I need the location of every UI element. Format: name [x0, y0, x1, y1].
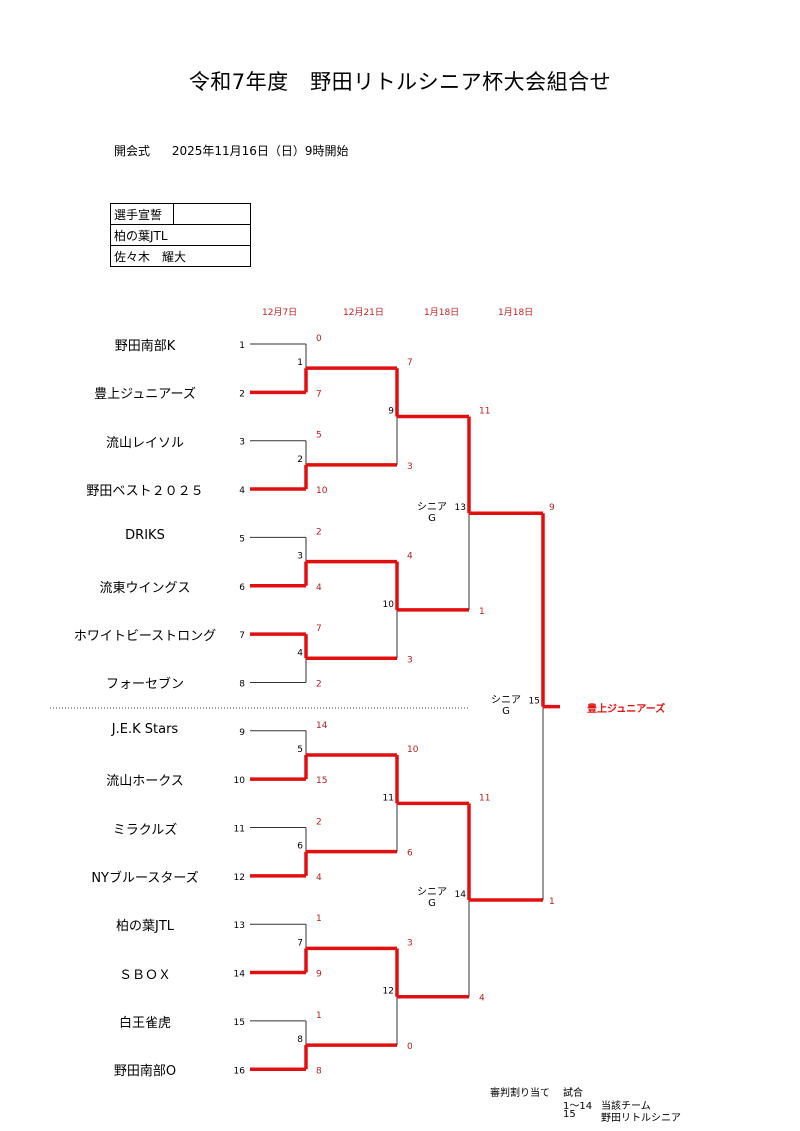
team-name: 流山レイソル: [105, 435, 184, 451]
team-name: 流山ホークス: [106, 774, 184, 790]
team-name: 野田ベスト２０２５: [86, 484, 204, 500]
team-name: NYブルースターズ: [91, 870, 199, 886]
umpire-games-2: 15: [563, 1109, 576, 1120]
score-label: 9: [549, 503, 555, 513]
match-number: 4: [297, 648, 303, 658]
score-label: 4: [316, 873, 322, 883]
team-number: 1: [239, 341, 245, 351]
team-name: フォーセブン: [105, 677, 184, 693]
score-label: 7: [316, 624, 322, 634]
score-label: 3: [407, 655, 413, 665]
score-label: 10: [407, 745, 419, 755]
match-number: 8: [297, 1035, 303, 1045]
team-number: 5: [239, 534, 245, 544]
score-label: 4: [407, 552, 413, 562]
score-label: 7: [407, 358, 413, 368]
team-number: 6: [239, 583, 245, 593]
team-name: 野田南部K: [114, 339, 176, 354]
oath-header: 選手宣誓: [110, 203, 174, 225]
page-title: 令和7年度 野田リトルシニア杯大会組合せ: [188, 70, 612, 94]
score-label: 4: [479, 994, 485, 1004]
team-number: 11: [234, 825, 245, 835]
score-label: 6: [407, 849, 413, 859]
score-label: 11: [479, 793, 490, 803]
score-label: 7: [316, 389, 322, 399]
match-number: 11: [383, 793, 394, 803]
match-number: 1: [297, 358, 303, 368]
score-label: 2: [316, 679, 322, 689]
score-label: 1: [549, 897, 555, 907]
score-label: 10: [316, 486, 328, 496]
opening-ceremony: 開会式 2025年11月16日（日）9時開始: [114, 142, 367, 159]
match-number: 3: [297, 552, 303, 562]
score-label: 1: [316, 914, 322, 924]
team-name: ＳＢＯＸ: [118, 967, 171, 983]
umpire-label: 審判割り当て: [490, 1088, 550, 1099]
team-number: 15: [234, 1018, 245, 1028]
team-name: 野田南部O: [113, 1064, 177, 1080]
match-number: 6: [297, 842, 303, 852]
team-name: 豊上ジュニアーズ: [94, 387, 196, 403]
umpire-assign-2: 野田リトルシニア: [601, 1113, 681, 1124]
team-number: 8: [239, 679, 245, 689]
team-number: 3: [239, 438, 245, 448]
score-label: 0: [407, 1042, 413, 1052]
score-label: 2: [316, 818, 322, 828]
score-label: 11: [479, 407, 490, 417]
team-number: 12: [234, 873, 245, 883]
team-name: 流東ウイングス: [99, 580, 191, 596]
team-number: 14: [234, 970, 246, 980]
team-name: DRIKS: [125, 528, 165, 544]
round2-date: 12月21日: [343, 308, 384, 318]
match-number: 2: [297, 455, 303, 465]
umpire-col: 試合: [563, 1088, 583, 1099]
score-label: 2: [316, 527, 322, 537]
opening-label: 開会式: [114, 144, 151, 158]
team-number: 2: [239, 389, 245, 399]
team-number: 7: [239, 631, 245, 641]
match-number: 13: [455, 503, 466, 513]
team-number: 16: [234, 1066, 246, 1076]
team-number: 10: [234, 776, 246, 786]
match-number: 9: [388, 407, 394, 417]
match-number: 14: [455, 890, 467, 900]
team-name: 柏の葉JTL: [115, 919, 175, 935]
opening-date: 2025年11月16日（日）9時開始: [171, 144, 349, 158]
team-name: ミラクルズ: [112, 822, 178, 838]
score-label: 0: [316, 334, 322, 344]
oath-table: 選手宣誓 柏の葉JTL 佐々木 耀大: [110, 203, 251, 267]
team-number: 4: [239, 486, 245, 496]
score-label: 4: [316, 583, 322, 593]
score-label: 9: [316, 970, 322, 980]
umpire-assign-1: 当該チーム: [601, 1101, 651, 1112]
team-name: 白王雀虎: [118, 1015, 171, 1031]
oath-player: 佐々木 耀大: [110, 245, 251, 267]
team-number: 13: [234, 921, 245, 931]
match-number: 10: [383, 600, 395, 610]
score-label: 3: [407, 938, 413, 948]
score-label: 1: [316, 1011, 322, 1021]
team-name: ホワイトビーストロング: [73, 629, 217, 645]
score-label: 1: [479, 607, 485, 617]
match-number: 12: [383, 987, 394, 997]
team-name: J.E.K Stars: [111, 721, 179, 737]
score-label: 8: [316, 1066, 322, 1076]
match-number: 5: [297, 745, 303, 755]
match-number: 15: [529, 697, 540, 707]
champion: 豊上ジュニアーズ: [587, 704, 666, 715]
semifinal-date: 1月18日: [424, 308, 460, 318]
score-label: 15: [316, 776, 327, 786]
score-label: 5: [316, 431, 322, 441]
round1-date: 12月7日: [262, 308, 298, 318]
match-number: 7: [297, 938, 303, 948]
final-date: 1月18日: [498, 308, 534, 318]
score-label: 3: [407, 462, 413, 472]
team-number: 9: [239, 728, 245, 738]
score-label: 14: [316, 721, 328, 731]
umpire-games-1: 1～14: [563, 1101, 593, 1112]
